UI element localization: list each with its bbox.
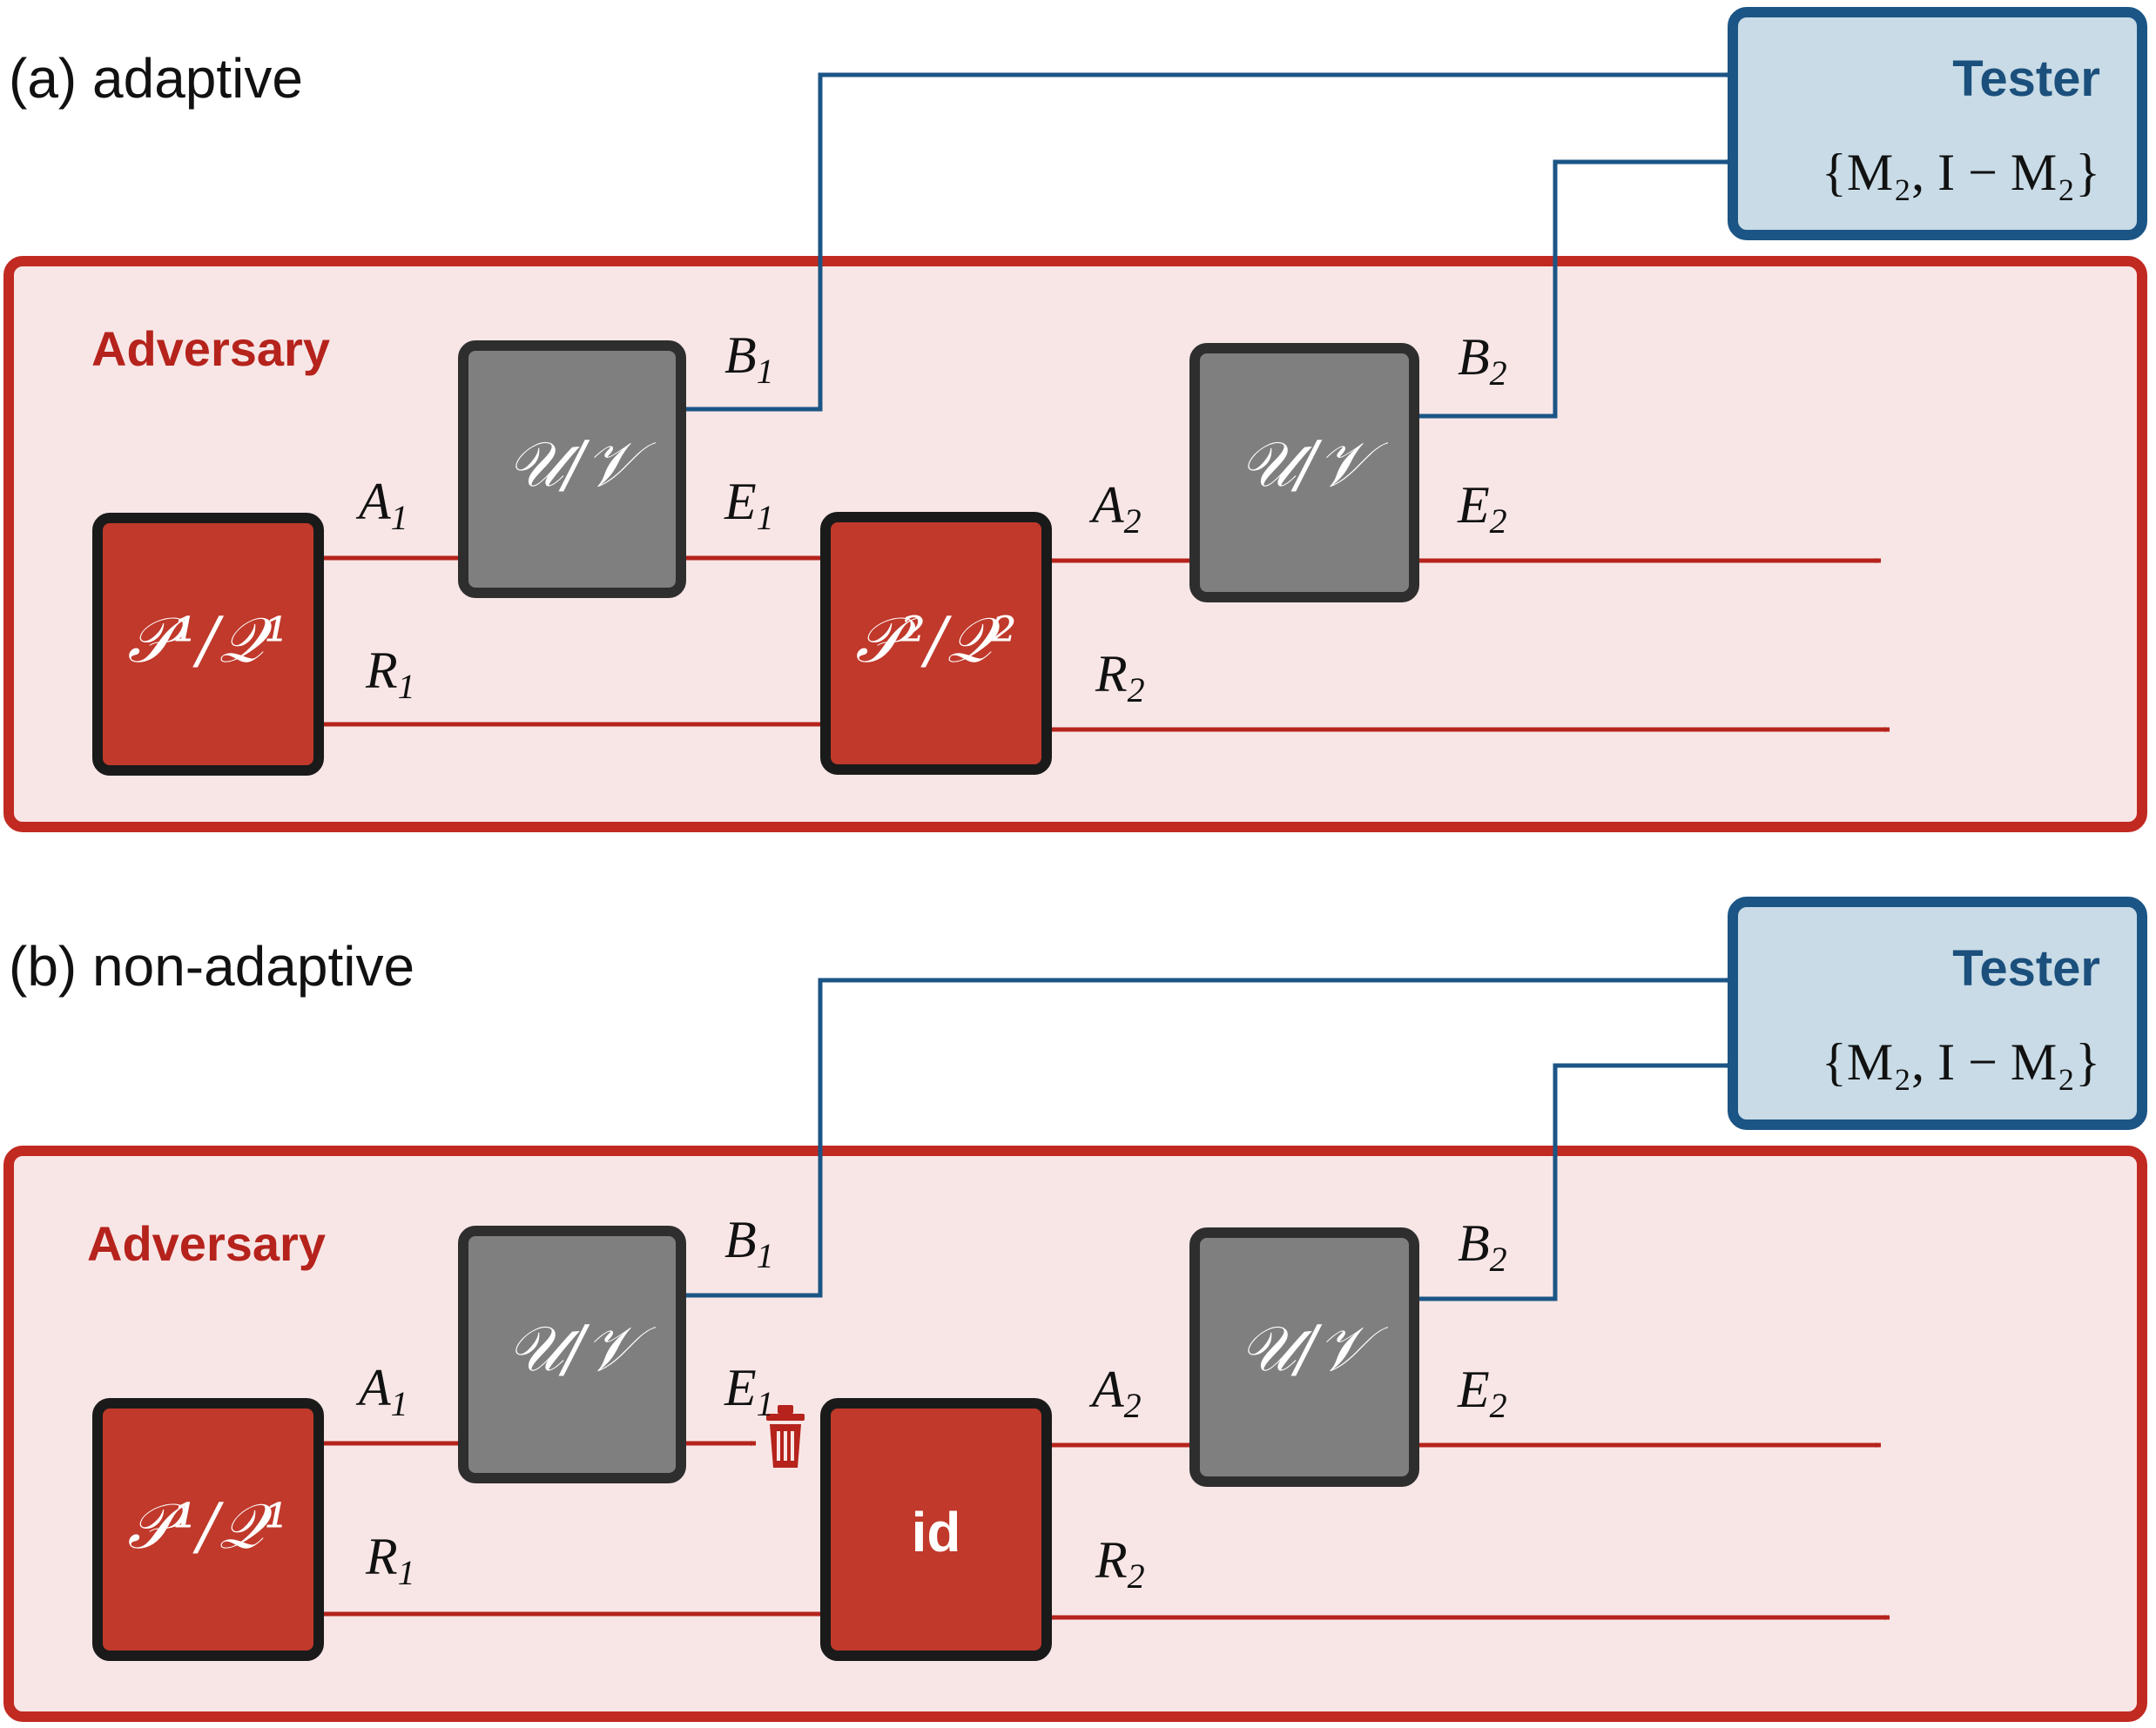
label-r1: R1 bbox=[365, 1528, 415, 1592]
panel-caption: (b) non-adaptive bbox=[9, 935, 414, 998]
label-r1: R1 bbox=[365, 642, 415, 706]
tester-measurement: {M₂, I − M₂} bbox=[1822, 1033, 2100, 1091]
box-unitary-2: 𝒰/𝒱 bbox=[1189, 343, 1419, 602]
box-unitary-2-label: 𝒰/𝒱 bbox=[1239, 1312, 1388, 1385]
box-identity-label: id bbox=[912, 1501, 961, 1563]
label-b1: B1 bbox=[724, 1211, 774, 1275]
panel-caption: (a) adaptive bbox=[9, 47, 303, 110]
label-b1: B1 bbox=[724, 326, 774, 391]
label-a2: A2 bbox=[1088, 476, 1142, 541]
box-prep-1-label: 𝒫¹/𝒬¹ bbox=[127, 603, 289, 676]
label-r2: R2 bbox=[1095, 1531, 1145, 1596]
box-unitary-1-label: 𝒰/𝒱 bbox=[507, 427, 656, 501]
box-prep-2: 𝒫²/𝒬² bbox=[820, 512, 1052, 775]
wire-b2 bbox=[1414, 1063, 1732, 1301]
label-a1: A1 bbox=[355, 1359, 408, 1423]
box-prep-2-label: 𝒫²/𝒬² bbox=[855, 603, 1017, 676]
adversary-label: Adversary bbox=[87, 1216, 326, 1271]
box-unitary-1: 𝒰/𝒱 bbox=[458, 340, 686, 598]
box-unitary-2: 𝒰/𝒱 bbox=[1189, 1227, 1419, 1487]
label-a2: A2 bbox=[1088, 1361, 1142, 1425]
box-prep-1: 𝒫¹/𝒬¹ bbox=[92, 1398, 324, 1661]
wire-b1 bbox=[681, 72, 1732, 412]
wire-b1 bbox=[681, 978, 1732, 1298]
box-unitary-1: 𝒰/𝒱 bbox=[458, 1226, 686, 1483]
label-e2: E2 bbox=[1457, 476, 1507, 541]
trash-icon bbox=[766, 1405, 805, 1468]
label-a1: A1 bbox=[355, 473, 408, 537]
label-e1: E1 bbox=[724, 1359, 774, 1423]
box-unitary-1-label: 𝒰/𝒱 bbox=[507, 1312, 656, 1385]
label-b2: B2 bbox=[1458, 328, 1507, 393]
wire-b2 bbox=[1414, 159, 1732, 419]
tester-title: Tester bbox=[1952, 940, 2100, 997]
label-e2: E2 bbox=[1457, 1361, 1507, 1425]
tester-title: Tester bbox=[1952, 50, 2100, 107]
box-prep-1-label: 𝒫¹/𝒬¹ bbox=[127, 1489, 289, 1563]
tester-measurement: {M₂, I − M₂} bbox=[1822, 144, 2100, 201]
tester-box: Tester {M₂, I − M₂} bbox=[1728, 7, 2147, 240]
label-b2: B2 bbox=[1458, 1214, 1507, 1279]
panel-adaptive: (a) adaptive Adversary Tester {M₂, I − M… bbox=[3, 7, 2147, 832]
tester-box: Tester {M₂, I − M₂} bbox=[1728, 897, 2147, 1130]
box-unitary-2-label: 𝒰/𝒱 bbox=[1239, 427, 1388, 501]
box-prep-1: 𝒫¹/𝒬¹ bbox=[92, 513, 324, 776]
label-r2: R2 bbox=[1095, 645, 1145, 709]
label-e1: E1 bbox=[724, 473, 774, 537]
box-identity: id bbox=[820, 1398, 1052, 1661]
panel-non-adaptive: (b) non-adaptive Adversary Tester {M₂, I… bbox=[3, 897, 2147, 1722]
adversary-label: Adversary bbox=[91, 321, 330, 376]
adversary-region bbox=[3, 1146, 2147, 1722]
